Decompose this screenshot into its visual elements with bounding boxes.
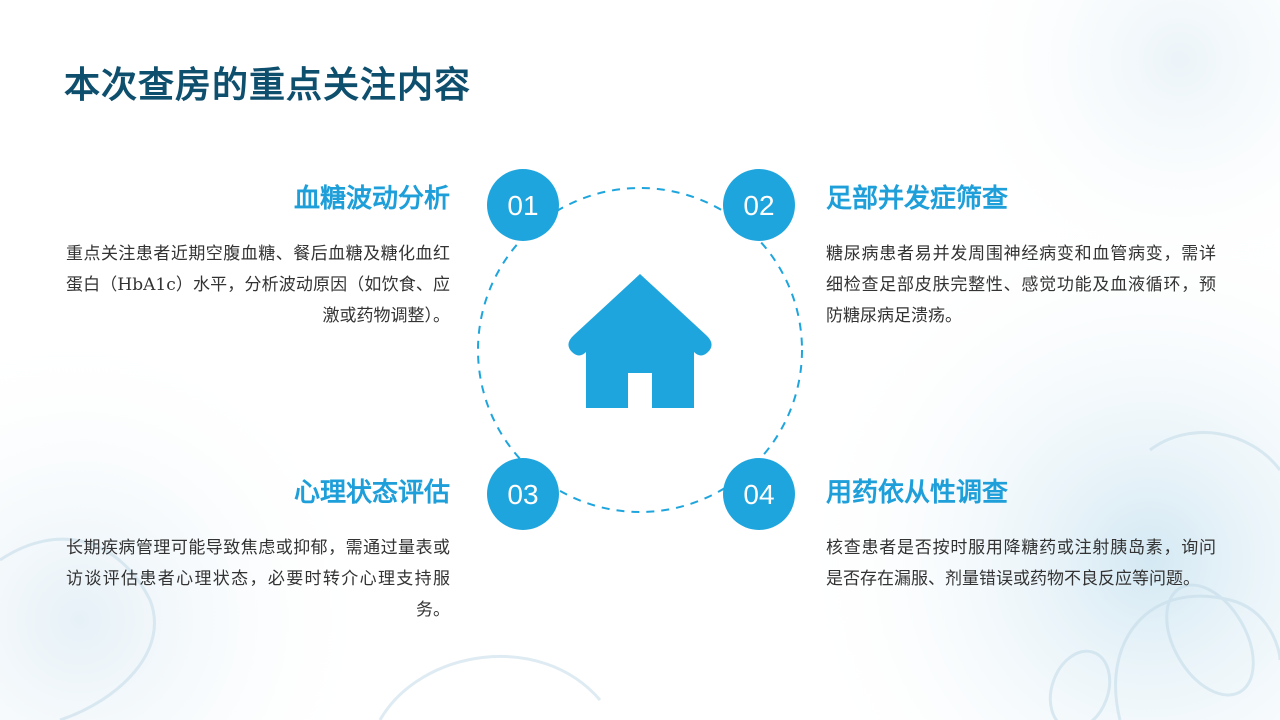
item-heading: 血糖波动分析 — [293, 184, 450, 214]
node-number: 04 — [743, 479, 774, 510]
node-circle — [487, 458, 559, 530]
dashed-ring — [477, 187, 803, 513]
node-number: 02 — [743, 190, 774, 221]
item-blood-glucose: 血糖波动分析 重点关注患者近期空腹血糖、餐后血糖及糖化血红蛋白（HbA1c）水平… — [66, 178, 450, 332]
item-medication-adherence: 用药依从性调查 核查患者是否按时服用降糖药或注射胰岛素，询问是否存在漏服、剂量错… — [826, 472, 1216, 595]
item-body: 长期疾病管理可能导致焦虑或抑郁，需通过量表或访谈评估患者心理状态，必要时转介心理… — [66, 538, 450, 620]
node-02: 02 — [723, 169, 795, 241]
node-01: 01 — [487, 169, 559, 241]
item-body: 糖尿病患者易并发周围神经病变和血管病变，需详细检查足部皮肤完整性、感觉功能及血液… — [826, 244, 1216, 326]
node-04: 04 — [723, 458, 795, 530]
item-psychological-assessment: 心理状态评估 长期疾病管理可能导致焦虑或抑郁，需通过量表或访谈评估患者心理状态，… — [66, 472, 450, 626]
item-heading: 用药依从性调查 — [826, 478, 1009, 508]
node-circle — [723, 169, 795, 241]
item-body: 重点关注患者近期空腹血糖、餐后血糖及糖化血红蛋白（HbA1c）水平，分析波动原因… — [66, 244, 450, 326]
item-heading: 心理状态评估 — [293, 478, 450, 508]
node-03: 03 — [487, 458, 559, 530]
node-number: 03 — [507, 479, 538, 510]
page-title: 本次查房的重点关注内容 — [64, 65, 472, 106]
house-icon — [568, 274, 712, 408]
item-body: 核查患者是否按时服用降糖药或注射胰岛素，询问是否存在漏服、剂量错误或药物不良反应… — [826, 538, 1216, 589]
item-foot-screening: 足部并发症筛查 糖尿病患者易并发周围神经病变和血管病变，需详细检查足部皮肤完整性… — [826, 178, 1216, 332]
node-number: 01 — [507, 190, 538, 221]
node-circle — [487, 169, 559, 241]
node-circle — [723, 458, 795, 530]
item-heading: 足部并发症筛查 — [826, 184, 1009, 214]
